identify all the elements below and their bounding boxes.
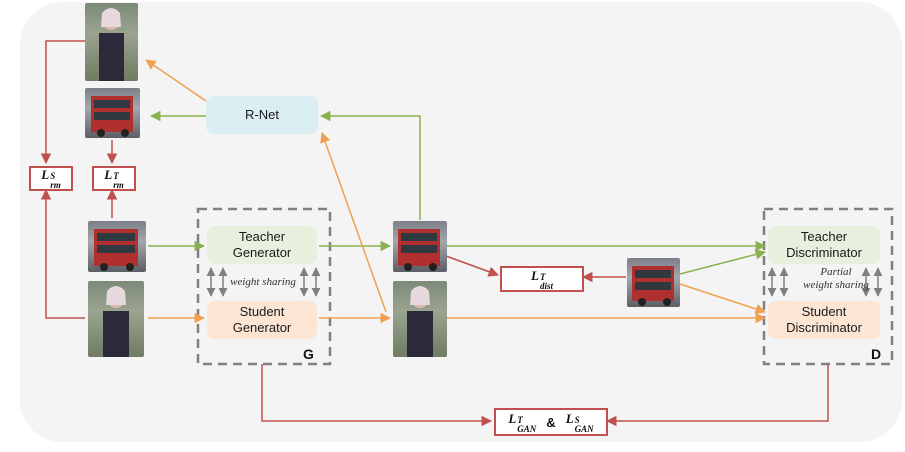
partial-weight-sharing-line1: Partial <box>820 266 852 278</box>
loss-gan-teacher-sub: GAN <box>517 423 537 434</box>
arrow-person-input-to-lrm-s <box>40 188 85 319</box>
arrow-teacher-output-to-ldist <box>445 255 499 277</box>
rnet-label: R-Net <box>245 107 279 122</box>
person-reconstruction-image <box>85 3 138 81</box>
loss-gan-teacher-base: L <box>508 410 517 426</box>
loss-rm-teacher-base: L <box>104 167 113 182</box>
loss-rm-teacher-sup: T <box>113 171 119 181</box>
student-discriminator-label-line2: Discriminator <box>786 320 862 335</box>
loss-dist-sup: T <box>539 271 546 282</box>
arrow-bus-reference-to-teacher-discriminator <box>679 249 767 275</box>
loss-dist-sub: dist <box>539 280 553 291</box>
student-generator-label-line2: Generator <box>232 320 292 335</box>
arrow-rnet-to-person-reconstruction <box>145 59 207 102</box>
teacher-output-image <box>393 221 447 272</box>
bus-reference-image <box>627 258 680 307</box>
rnet-node: R-Net <box>206 96 318 134</box>
teacher-generator-label-line2: Generator <box>232 245 292 260</box>
arrow-student-output-to-rnet <box>320 132 387 313</box>
partial-weight-sharing-note: Partial weight sharing <box>786 266 886 292</box>
partial-weight-sharing-line2: weight sharing <box>803 279 869 291</box>
weight-sharing-note: weight sharing <box>230 276 296 288</box>
loss-gan-teacher-sup: T <box>517 414 523 425</box>
generator-group-label: G <box>303 346 314 362</box>
bus-reconstruction-image <box>85 88 140 138</box>
arrow-d-to-lgan <box>605 364 829 427</box>
loss-rm-student-base: L <box>41 167 50 182</box>
arrow-bus-reference-to-student-discriminator <box>679 283 766 315</box>
loss-rm-teacher-sub: rm <box>113 180 124 190</box>
loss-rm-student-sup: S <box>50 171 56 181</box>
loss-rm-student-sub: rm <box>50 180 61 190</box>
background-panel <box>20 2 902 442</box>
person-input-image <box>88 281 144 357</box>
generator-group-box <box>196 207 332 366</box>
student-discriminator-label-line1: Student <box>801 304 847 319</box>
teacher-generator-label-line1: Teacher <box>238 229 286 244</box>
loss-gan-student-sup: S <box>574 414 580 425</box>
arrow-g-to-lgan <box>261 364 493 427</box>
loss-gan-student-sub: GAN <box>574 423 594 434</box>
loss-dist-base: L <box>531 267 539 283</box>
student-generator-label-line1: Student <box>239 304 285 319</box>
student-output-image <box>393 281 447 357</box>
loss-gan-joiner: & <box>546 414 556 430</box>
discriminator-group-label: D <box>871 346 882 362</box>
teacher-discriminator-label-line2: Discriminator <box>786 245 862 260</box>
loss-gan-student-base: L <box>565 410 574 426</box>
arrow-person-recon-to-lrm-s <box>40 40 85 165</box>
arrow-output-to-rnet <box>319 110 421 220</box>
teacher-discriminator-label-line1: Teacher <box>800 229 848 244</box>
bus-input-image <box>88 221 146 272</box>
